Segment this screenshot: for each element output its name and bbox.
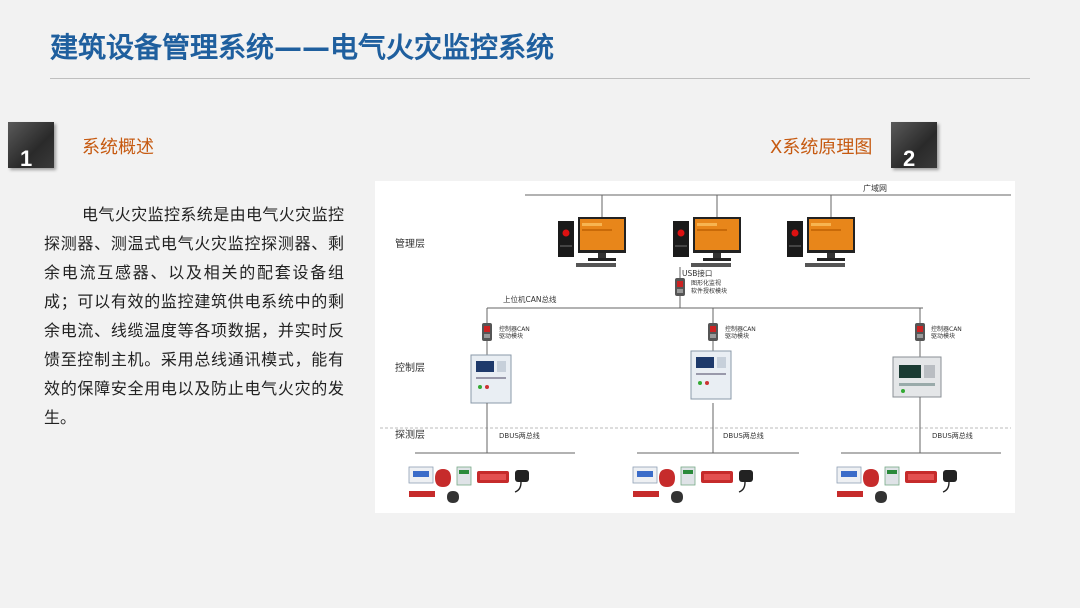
- detector-group-2: [632, 466, 754, 504]
- title-divider: [50, 78, 1030, 79]
- detector-group-1: [408, 466, 530, 504]
- can-module-1: [482, 323, 492, 341]
- layer-label-management: 管理层: [395, 237, 425, 250]
- converter-label-1: 图形化监视: [691, 279, 721, 287]
- section-label-overview: 系统概述: [82, 137, 154, 158]
- section-label-diagram: X系统原理图: [770, 137, 873, 158]
- controller-3: [892, 356, 942, 398]
- usb-label: USB接口: [682, 268, 712, 278]
- diagram-svg: 广域网 管理层 控制层 探测层 USB接口 图形化监视 软件授权模块 上位机CA…: [380, 183, 1011, 504]
- system-diagram: 广域网 管理层 控制层 探测层 USB接口 图形化监视 软件授权模块 上位机CA…: [375, 181, 1015, 513]
- can-bus-label: 上位机CAN总线: [503, 294, 557, 304]
- management-pc-3: [787, 217, 855, 267]
- management-pc-1: [558, 217, 626, 267]
- dbus-label-3: DBUS两总线: [932, 431, 973, 440]
- dbus-label-2: DBUS两总线: [723, 431, 764, 440]
- can-module-3-label-b: 驱动模块: [931, 332, 955, 340]
- dbus-label-1: DBUS两总线: [499, 431, 540, 440]
- layer-label-control: 控制层: [395, 361, 425, 374]
- section-number-badge-1: 1: [8, 122, 54, 171]
- detector-group-3: [836, 466, 958, 504]
- section-number-badge-2: 2: [891, 122, 937, 171]
- can-module-2-label-a: 控制器CAN: [725, 325, 756, 333]
- section-number-1: 1: [20, 146, 33, 171]
- can-module-3-label-a: 控制器CAN: [931, 325, 962, 333]
- page-title: 建筑设备管理系统——电气火灾监控系统: [50, 31, 555, 64]
- controller-2: [690, 350, 732, 400]
- layer-label-detection: 探测层: [395, 428, 425, 441]
- converter-label-2: 软件授权模块: [691, 287, 727, 295]
- graphic-monitor-module: [675, 278, 685, 296]
- can-module-2-label-b: 驱动模块: [725, 332, 749, 340]
- can-module-2: [708, 323, 718, 341]
- overview-paragraph: 电气火灾监控系统是由电气火灾监控探测器、测温式电气火灾监控探测器、剩余电流互感器…: [44, 205, 344, 427]
- section-number-2: 2: [903, 146, 916, 171]
- controller-1: [470, 354, 512, 404]
- can-module-1-label-b: 驱动模块: [499, 332, 523, 340]
- can-module-1-label-a: 控制器CAN: [499, 325, 530, 333]
- wan-label: 广域网: [863, 183, 887, 193]
- can-module-3: [915, 323, 925, 341]
- management-pc-2: [673, 217, 741, 267]
